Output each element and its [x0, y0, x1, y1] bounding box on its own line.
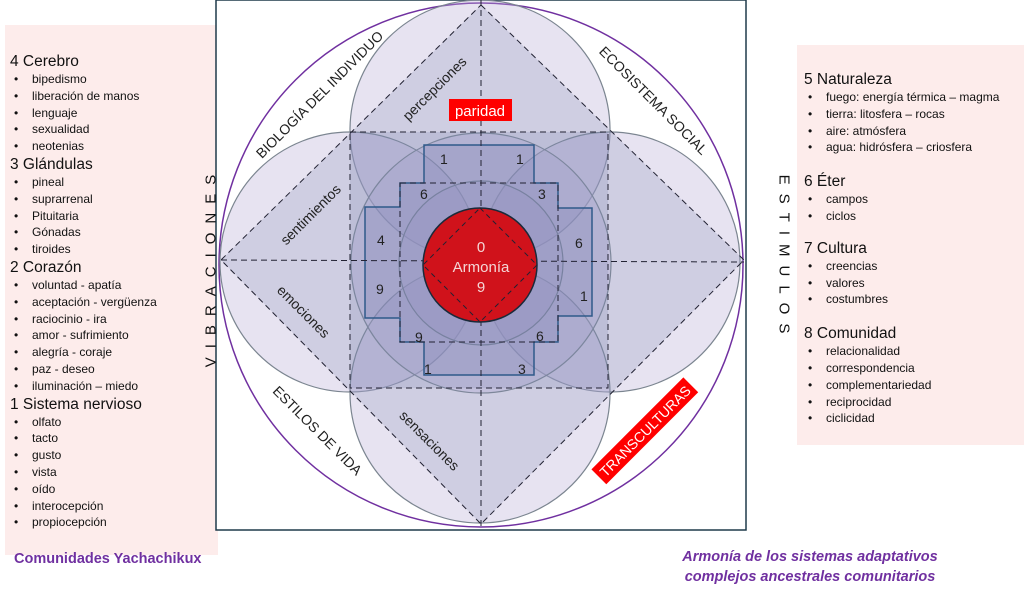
list-item: iluminación – miedo [10, 378, 220, 395]
number: 4 [377, 232, 385, 248]
section-items: voluntad - apatíaaceptación - vergüenzar… [10, 277, 220, 395]
list-item: correspondencia [804, 360, 1024, 377]
section-items: fuego: energía térmica – magmatierra: li… [804, 89, 1024, 156]
section-title: 2 Corazón [10, 258, 82, 276]
list-item: propiocepción [10, 514, 220, 531]
section: 8 Comunidadrelacionalidadcorrespondencia… [804, 324, 1024, 427]
caption-right-line2: complejos ancestrales comunitarios [684, 569, 936, 585]
caption-right-line1: Armonía de los sistemas adaptativos [682, 549, 938, 565]
center-bottom-number: 9 [477, 279, 485, 296]
number: 1 [516, 151, 524, 167]
list-item: agua: hidrósfera – criosfera [804, 139, 1024, 156]
list-item: tiroides [10, 241, 220, 258]
list-item: gusto [10, 447, 220, 464]
list-item: lenguaje [10, 105, 220, 122]
number: 3 [538, 186, 546, 202]
section: 7 Culturacreenciasvalorescostumbres [804, 239, 1024, 308]
list-item: costumbres [804, 291, 1024, 308]
inner-dashed-square [399, 182, 559, 343]
center-label: Armonía [453, 259, 510, 276]
list-item: amor - sufrimiento [10, 327, 220, 344]
list-item: bipedismo [10, 71, 220, 88]
section-items: creenciasvalorescostumbres [804, 258, 1024, 308]
left-list: 4 Cerebrobipedismoliberación de manoslen… [10, 52, 220, 531]
list-item: interocepción [10, 498, 220, 515]
section: 5 Naturalezafuego: energía térmica – mag… [804, 70, 1024, 156]
section: 2 Corazónvoluntad - apatíaaceptación - v… [10, 258, 220, 395]
section-title: 4 Cerebro [10, 53, 79, 70]
section-items: camposciclos [804, 191, 1024, 225]
list-item: paz - deseo [10, 361, 220, 378]
section-title: 3 Glándulas [10, 155, 93, 173]
list-item: tierra: litosfera – rocas [804, 106, 1024, 123]
list-item: pineal [10, 174, 220, 191]
list-item: campos [804, 191, 1024, 208]
list-item: alegría - coraje [10, 344, 220, 361]
section-title: 1 Sistema nervioso [10, 395, 142, 413]
list-item: oído [10, 481, 220, 498]
list-item: complementariedad [804, 377, 1024, 394]
list-item: valores [804, 275, 1024, 292]
section: 1 Sistema nerviosoolfatotactogustovistao… [10, 395, 220, 532]
section: 6 Étercamposciclos [804, 172, 1024, 225]
number: 9 [376, 281, 384, 297]
list-item: Pituitaria [10, 208, 220, 225]
list-item: Gónadas [10, 224, 220, 241]
list-item: suprarrenal [10, 191, 220, 208]
paridad-badge [449, 99, 512, 121]
number: 6 [420, 186, 428, 202]
list-item: fuego: energía térmica – magma [804, 89, 1024, 106]
list-item: olfato [10, 414, 220, 431]
transculturas-badge [591, 377, 699, 485]
number: 9 [415, 329, 423, 345]
caption-right: Armonía de los sistemas adaptativos comp… [650, 547, 970, 587]
section: 3 GlándulaspinealsuprarrenalPituitariaGó… [10, 155, 220, 258]
section-items: pinealsuprarrenalPituitariaGónadastiroid… [10, 174, 220, 258]
section-items: bipedismoliberación de manoslenguajesexu… [10, 71, 220, 155]
caption-left: Comunidades Yachachikux [14, 551, 202, 567]
list-item: aceptación - vergüenza [10, 294, 220, 311]
number: 1 [424, 361, 432, 377]
list-item: liberación de manos [10, 88, 220, 105]
section-title: 6 Éter [804, 173, 846, 191]
number: 3 [518, 361, 526, 377]
paridad-label: paridad [455, 103, 505, 120]
list-item: voluntad - apatía [10, 277, 220, 294]
section-items: olfatotactogustovistaoídointerocepciónpr… [10, 414, 220, 532]
list-item: raciocinio - ira [10, 311, 220, 328]
list-item: reciprocidad [804, 394, 1024, 411]
list-item: sexualidad [10, 121, 220, 138]
section-items: relacionalidadcorrespondenciacomplementa… [804, 343, 1024, 427]
list-item: relacionalidad [804, 343, 1024, 360]
list-item: creencias [804, 258, 1024, 275]
number: 1 [440, 151, 448, 167]
number: 6 [575, 235, 583, 251]
list-item: vista [10, 464, 220, 481]
right-list: 5 Naturalezafuego: energía térmica – mag… [804, 70, 1024, 427]
section-title: 7 Cultura [804, 239, 867, 257]
section-title: 8 Comunidad [804, 325, 897, 343]
list-item: aire: atmósfera [804, 123, 1024, 140]
section-title: 5 Naturaleza [804, 71, 892, 88]
list-item: ciclos [804, 208, 1024, 225]
estimulos-label: ESTIMULOS [775, 174, 793, 343]
section: 4 Cerebrobipedismoliberación de manoslen… [10, 52, 220, 155]
list-item: neotenias [10, 138, 220, 155]
center-top-number: 0 [477, 239, 485, 256]
number: 1 [580, 288, 588, 304]
number: 6 [536, 328, 544, 344]
list-item: ciclicidad [804, 410, 1024, 427]
list-item: tacto [10, 430, 220, 447]
